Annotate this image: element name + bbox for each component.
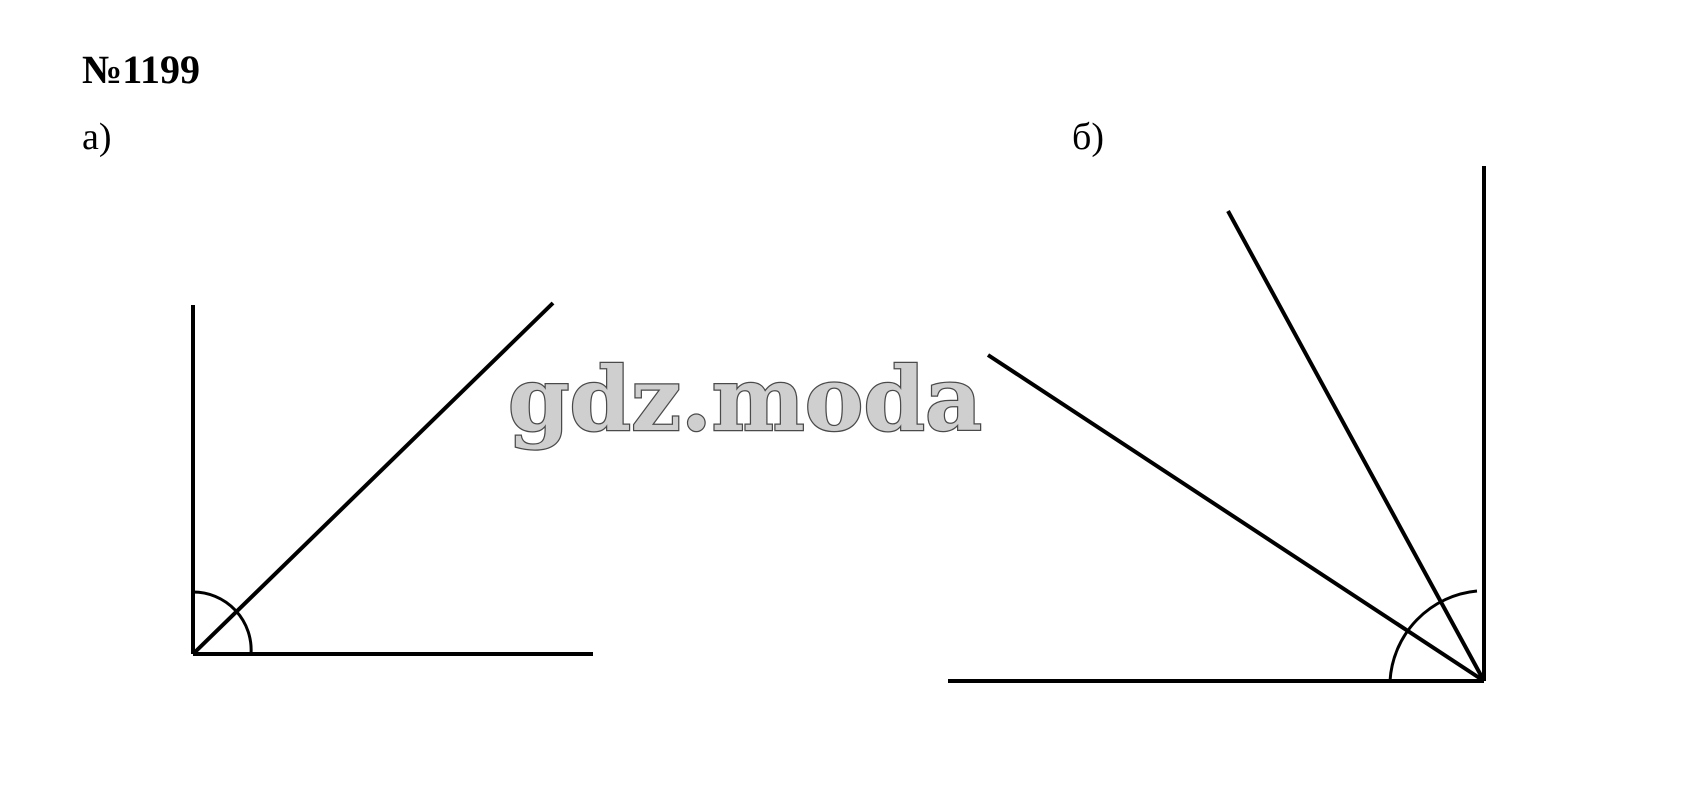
figure-b-angle-arc [1388,589,1478,682]
figure-a [191,301,593,656]
watermark-logo: gdz.moda [508,347,982,451]
figure-b-inner-ray-1 [1226,210,1486,682]
figure-a-diagonal-ray [191,301,555,656]
problem-number: №1199 [82,47,200,92]
figure-b-inner-ray-2 [986,353,1486,683]
part-a-label: а) [82,116,112,158]
figure-a-angle-arc [192,590,253,655]
part-b-label: б) [1072,116,1104,158]
figure-b [948,166,1486,683]
